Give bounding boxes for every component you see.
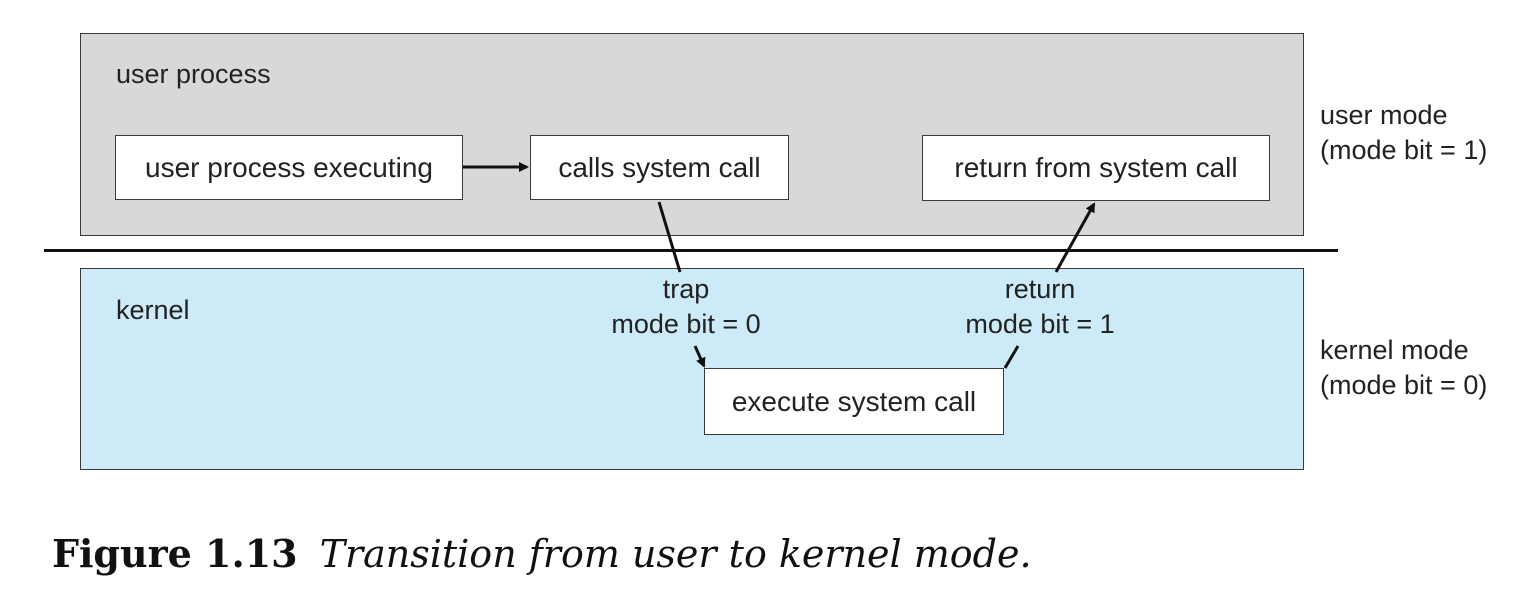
- figure-title: Transition from user to kernel mode.: [319, 532, 1032, 576]
- return-transition-label: return mode bit = 1: [940, 272, 1140, 342]
- trap-transition-label: trap mode bit = 0: [586, 272, 786, 342]
- trap-label-text: trap: [662, 274, 710, 304]
- return-from-system-call-box: return from system call: [922, 135, 1270, 201]
- kernel-mode-region: [80, 268, 1304, 470]
- kernel-mode-bit: (mode bit = 0): [1320, 370, 1488, 400]
- user-mode-title: user mode: [1320, 100, 1448, 130]
- trap-mode-bit-text: mode bit = 0: [611, 309, 761, 339]
- kernel-label: kernel: [116, 295, 190, 325]
- return-label-text: return: [1004, 274, 1076, 304]
- figure-number: Figure 1.13: [52, 531, 298, 576]
- execute-system-call-box: execute system call: [704, 368, 1004, 435]
- user-process-label: user process: [116, 59, 271, 89]
- kernel-mode-title: kernel mode: [1320, 335, 1469, 365]
- calls-system-call-box: calls system call: [530, 135, 789, 200]
- user-mode-region: [80, 33, 1304, 236]
- kernel-mode-label: kernel mode (mode bit = 0): [1320, 333, 1487, 403]
- user-mode-label: user mode (mode bit = 1): [1320, 98, 1487, 168]
- return-mode-bit-text: mode bit = 1: [965, 309, 1115, 339]
- figure-caption: Figure 1.13 Transition from user to kerne…: [52, 531, 1032, 578]
- mode-divider-line: [44, 249, 1338, 252]
- user-process-executing-box: user process executing: [115, 135, 463, 200]
- user-mode-bit: (mode bit = 1): [1320, 135, 1488, 165]
